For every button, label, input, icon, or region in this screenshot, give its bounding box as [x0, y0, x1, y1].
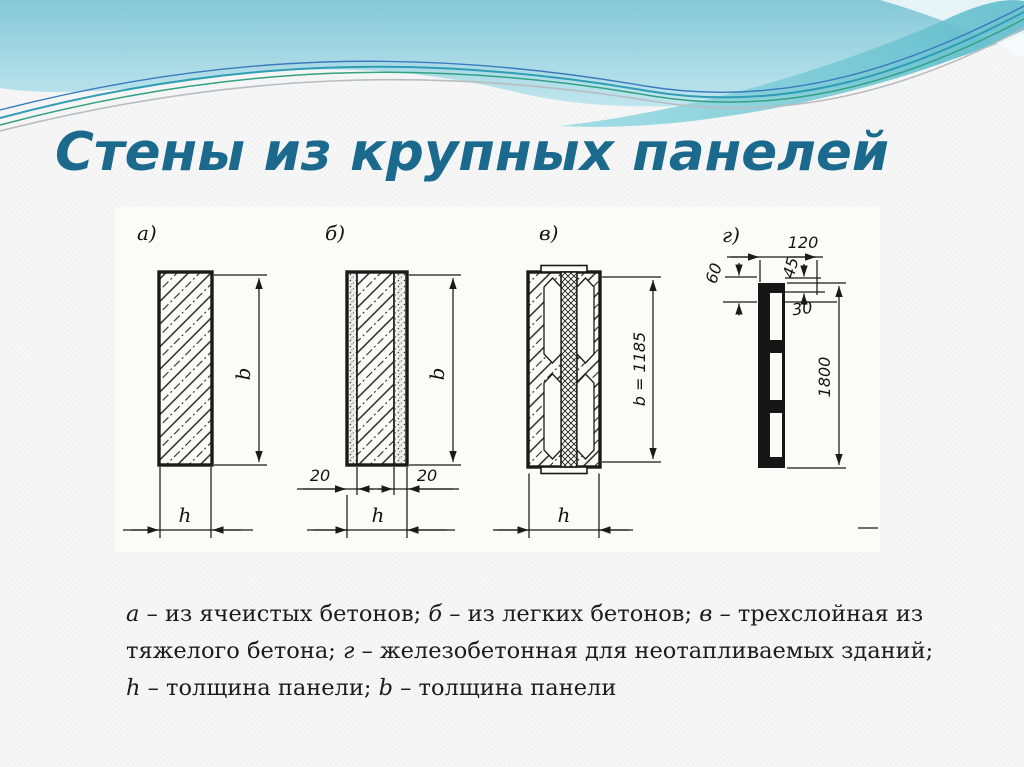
figure-panel: а) b h б) — [115, 207, 880, 552]
wave-line-green — [0, 18, 1024, 126]
caption-segment: г — [342, 637, 355, 664]
panel-b-dim-b: b — [425, 368, 449, 381]
panel-b-drawing: б) b 20 20 — [297, 221, 461, 538]
panel-g-dim-30: 30 — [791, 298, 814, 320]
panel-b-dim-h: h — [372, 503, 385, 527]
caption-segment: – железобетонная для неотапливаемых здан… — [361, 637, 934, 664]
caption-segment: – толщина панели — [392, 674, 617, 701]
panel-a-dim-b: b — [231, 368, 255, 381]
wave-swoosh-band — [560, 0, 1024, 127]
panel-a-section — [157, 270, 214, 467]
caption-segment: в — [699, 601, 713, 627]
caption-segment: а — [126, 601, 140, 627]
wave-line-gray — [0, 27, 1024, 132]
panel-b-dim-20-left: 20 — [310, 466, 330, 485]
panel-v-drawing: в) b = 1185 h — [493, 221, 878, 538]
panel-b-label: б) — [325, 221, 345, 245]
panel-b-core — [356, 271, 395, 466]
wave-sky — [0, 0, 1024, 107]
panel-g-dim-45: 45 — [779, 255, 803, 280]
wave-line-blue — [0, 5, 1024, 111]
caption-segment: б — [428, 601, 443, 627]
panel-g-void — [770, 293, 782, 340]
caption-segment: b — [378, 674, 393, 701]
panel-v-dim-h: h — [558, 503, 571, 527]
wave-line-teal — [0, 11, 1024, 119]
panel-v-tab-top — [540, 264, 588, 273]
caption-segment: – толщина панели; — [140, 674, 379, 701]
page-title: Стены из крупных панелей — [55, 122, 890, 183]
panel-g-drawing: г) 120 60 — [702, 223, 846, 469]
panel-a-dim-h: h — [179, 503, 192, 527]
panel-v-tab-bottom — [540, 466, 588, 475]
panel-v-label: в) — [539, 221, 558, 245]
panel-g-dim-1800: 1800 — [815, 357, 834, 398]
caption-segment: – трехслойная из — [719, 601, 924, 627]
panel-v-void — [576, 277, 595, 364]
caption-segment: тяжелого бетона; — [126, 637, 343, 664]
panel-g-dim-120: 120 — [788, 233, 819, 252]
technical-drawing: а) b h б) — [123, 221, 878, 538]
panel-g-void — [770, 353, 782, 400]
panel-a-drawing: а) b h — [123, 221, 267, 538]
panel-g-dim-60: 60 — [702, 261, 726, 286]
figure-caption: а – из ячеистых бетонов; б – из легких б… — [126, 596, 976, 707]
panel-v-insulation-core — [560, 271, 578, 468]
panel-v-void — [543, 373, 562, 460]
header-wave-decoration — [0, 0, 1024, 132]
panel-a-label: а) — [137, 221, 157, 245]
panel-b-dim-20-right: 20 — [417, 466, 437, 485]
panel-g-void — [770, 413, 782, 457]
panel-b-layer-right — [393, 271, 408, 466]
panel-v-dim-b1185: b = 1185 — [630, 332, 649, 406]
caption-segment: – из ячеистых бетонов; — [139, 601, 429, 627]
caption-segment: h — [126, 674, 141, 701]
panel-v-void — [576, 373, 595, 460]
caption-segment: – из легких бетонов; — [442, 601, 700, 627]
panel-g-label: г) — [722, 223, 740, 247]
panel-v-void — [543, 277, 562, 364]
